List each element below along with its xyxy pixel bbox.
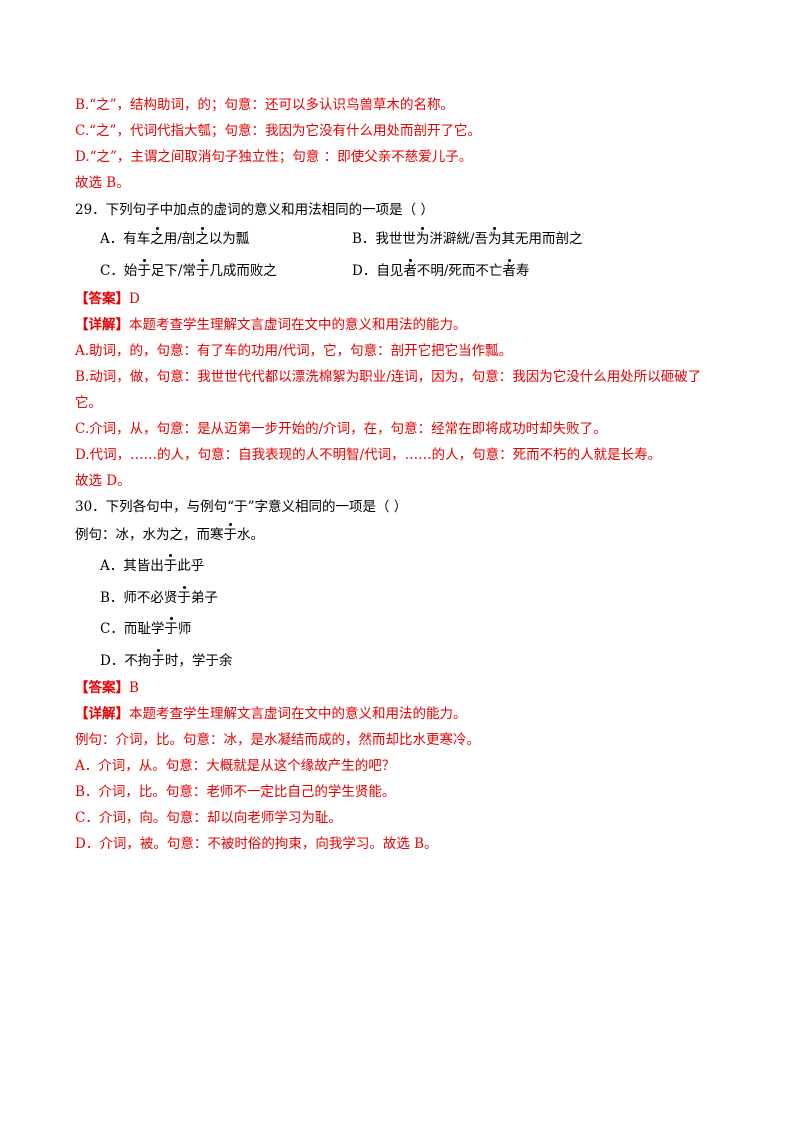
q29-conclusion: 故选 D。	[75, 473, 131, 489]
q30-detail-d: D．介词，被。句意：不被时俗的拘束，向我学习。故选 B。	[75, 836, 438, 852]
prev-conclusion: 故选 B。	[75, 175, 130, 191]
q29-detail-b-cont: 它。	[75, 395, 102, 411]
q29-option-a: A．有车之用/剖之以为瓢	[100, 227, 250, 247]
q30-stem: 30．下列各句中，与例句“于”字意义相同的一项是（ ）	[75, 499, 408, 515]
q29-detail: 【详解】本题考查学生理解文言虚词在文中的意义和用法的能力。	[75, 317, 467, 333]
emphasis-dot: 者	[502, 259, 516, 279]
q30-option-c: C．而耻学于师	[100, 617, 192, 637]
emphasis-dot: 于	[164, 617, 178, 637]
answer-value: D	[129, 291, 140, 307]
emphasis-dot: 于	[223, 523, 237, 543]
q30-detail-a: A．介词，从。句意：大概就是从这个缘故产生的吧？	[75, 758, 396, 774]
emphasis-dot: 于	[163, 554, 178, 574]
q30-detail-example: 例句：介词，比。句意：冰，是水凝结而成的，然而却比水更寒冷。	[75, 732, 480, 748]
prev-explanation-d: D.“之”，主谓之间取消句子独立性；句意 ：即使父亲不慈爱儿子。	[75, 149, 473, 165]
q29-option-c: C．始于足下/常于几成而败之	[100, 259, 277, 279]
q30-detail: 【详解】本题考查学生理解文言虚词在文中的意义和用法的能力。	[75, 706, 467, 722]
emphasis-dot: 于	[137, 259, 151, 279]
answer-label: 【答案】	[75, 291, 129, 307]
q29-stem: 29．下列句子中加点的虚词的意义和用法相同的一项是（ ）	[75, 202, 434, 218]
q29-option-b: B．我世世为洴澼絖/吾为其无用而剖之	[352, 227, 583, 247]
emphasis-dot: 为	[415, 227, 430, 247]
q30-option-d: D．不拘于时，学于余	[100, 649, 233, 669]
emphasis-dot: 于	[195, 259, 210, 279]
q30-option-a: A．其皆出于此乎	[100, 554, 205, 574]
q30-option-b: B．师不必贤于弟子	[100, 586, 218, 606]
q29-detail-b: B.动词，做，句意：我世世代代都以漂洗棉絮为职业/连词，因为，句意：我因为它没什…	[75, 369, 702, 385]
q29-detail-a: A.助词，的，句意：有了车的功用/代词，它，句意：剖开它把它当作瓢。	[75, 343, 513, 359]
emphasis-dot: 之	[150, 227, 164, 247]
emphasis-dot: 于	[177, 586, 191, 606]
answer-value: B	[129, 680, 139, 696]
emphasis-dot: 于	[151, 649, 165, 669]
q30-answer: 【答案】B	[75, 679, 139, 697]
q30-detail-b: B．介词，比。句意：老师不一定比自己的学生贤能。	[75, 784, 396, 800]
q29-detail-d: D.代词，……的人，句意：自我表现的人不明智/代词，……的人，句意：死而不朽的人…	[75, 447, 662, 463]
q30-detail-c: C．介词，向。句意：却以向老师学习为耻。	[75, 810, 342, 826]
answer-label: 【答案】	[75, 680, 129, 696]
emphasis-dot: 为	[487, 227, 502, 247]
q30-example: 例句：冰，水为之，而寒于水。	[75, 523, 264, 543]
emphasis-dot: 之	[195, 227, 209, 247]
q29-detail-c: C.介词，从，句意：是从迈第一步开始的/介词，在，句意：经常在即将成功时却失败了…	[75, 421, 607, 437]
prev-explanation-c: C.“之”，代词代指大瓠；句意：我因为它没有什么用处而剖开了它。	[75, 123, 481, 139]
detail-label: 【详解】	[75, 706, 129, 722]
q29-answer: 【答案】D	[75, 290, 140, 308]
prev-explanation-b: B.“之”，结构助词，的；句意：还可以多认识鸟兽草木的名称。	[75, 97, 455, 113]
detail-label: 【详解】	[75, 317, 129, 333]
q29-option-d: D．自见者不明/死而不亡者寿	[352, 259, 530, 279]
emphasis-dot: 者	[403, 259, 417, 279]
